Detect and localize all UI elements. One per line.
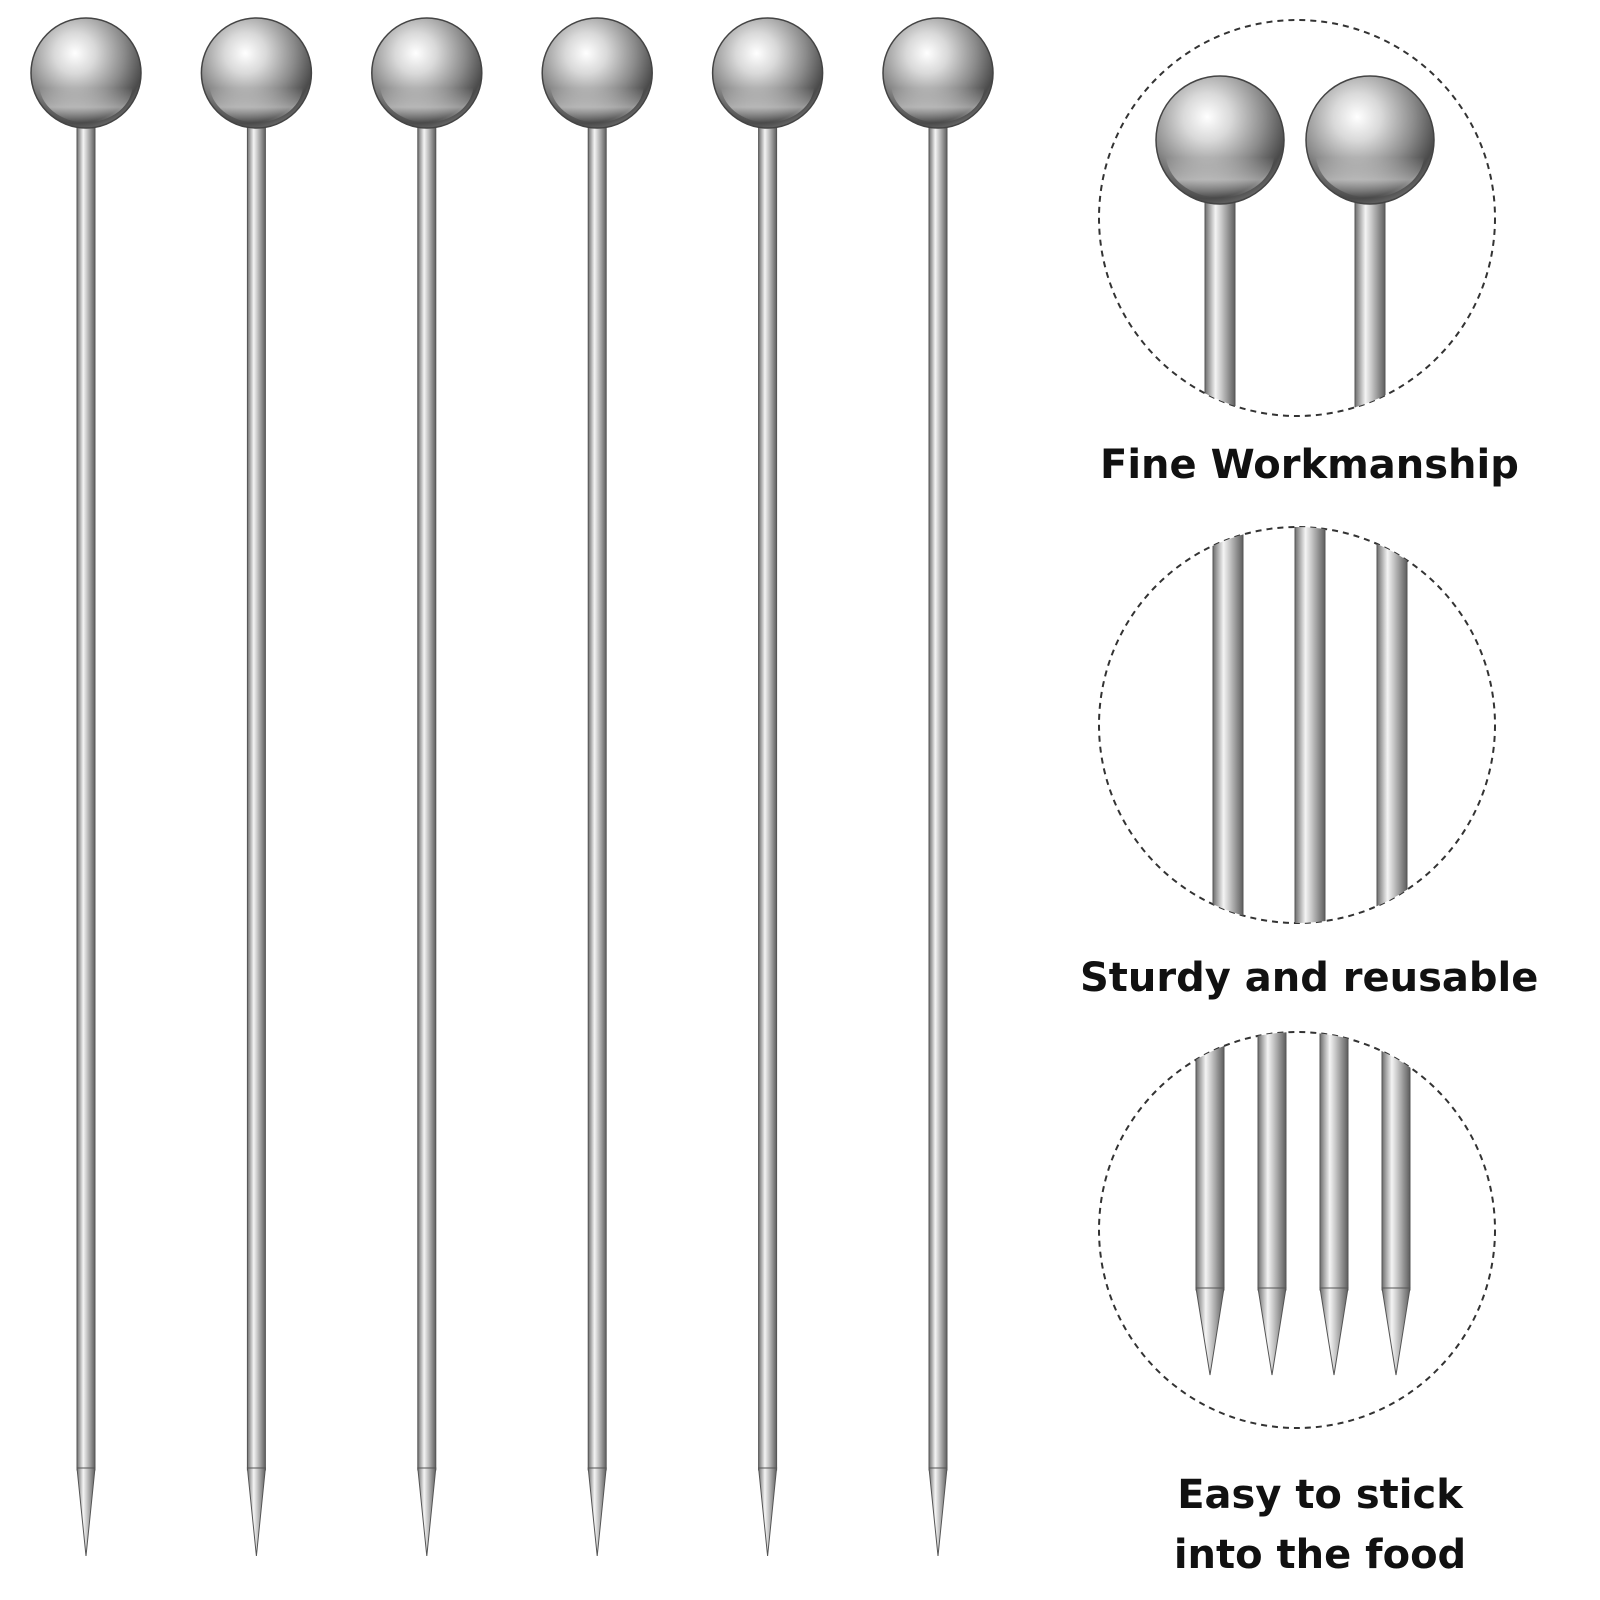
closeup-pick xyxy=(1155,75,1285,416)
detail-circle-shafts xyxy=(1098,526,1496,924)
pick-tip xyxy=(417,1467,437,1557)
closeup-tip xyxy=(1257,1032,1287,1376)
pick-tip xyxy=(1381,1287,1411,1376)
pick-shaft xyxy=(1319,1032,1349,1291)
pick-tip xyxy=(1319,1287,1349,1376)
pick-tip xyxy=(246,1467,266,1557)
dashed-circle-frame xyxy=(1098,1031,1496,1429)
detail-circle-ball-heads xyxy=(1098,19,1496,417)
pick-shaft xyxy=(1376,533,1408,923)
closeup-shaft xyxy=(1376,533,1408,923)
dashed-circle-frame xyxy=(1098,19,1496,417)
pick-ball-highlight xyxy=(39,45,133,123)
pick-shaft xyxy=(76,121,96,1471)
cocktail-pick xyxy=(30,17,142,1557)
pick-tip xyxy=(928,1467,948,1557)
pick-shaft xyxy=(1195,1032,1225,1291)
pick-ball-highlight xyxy=(1315,108,1425,198)
caption-easy-to-stick: Easy to stick into the food xyxy=(1110,1465,1530,1585)
shaft-closeup xyxy=(1212,527,1408,923)
pick-shaft xyxy=(587,121,607,1471)
pick-ball-highlight xyxy=(209,45,304,123)
closeup-tip xyxy=(1381,1032,1411,1376)
caption-line: into the food xyxy=(1173,1532,1467,1578)
caption-fine-workmanship: Fine Workmanship xyxy=(1100,440,1519,490)
pick-shaft xyxy=(246,121,266,1471)
closeup-pick xyxy=(1305,75,1435,416)
pick-tip xyxy=(758,1467,778,1557)
pick-shaft xyxy=(417,121,437,1471)
detail-circle-sharp-tips xyxy=(1098,1031,1496,1429)
cocktail-pick xyxy=(541,17,653,1557)
pick-tip xyxy=(1195,1287,1225,1376)
pick-shaft xyxy=(1257,1032,1287,1291)
pick-shaft xyxy=(758,121,778,1471)
closeup-shaft xyxy=(1212,527,1244,923)
sharp-tip-closeup xyxy=(1195,1032,1411,1376)
pick-ball-highlight xyxy=(891,45,985,123)
cocktail-picks-group xyxy=(30,17,994,1557)
cocktail-pick xyxy=(882,17,994,1557)
closeup-shaft xyxy=(1294,527,1326,923)
cocktail-pick xyxy=(200,17,313,1557)
pick-ball-highlight xyxy=(720,45,815,123)
pick-shaft xyxy=(1294,527,1326,923)
caption-line: Fine Workmanship xyxy=(1100,442,1519,488)
pick-shaft xyxy=(1381,1032,1411,1291)
pick-ball-highlight xyxy=(380,45,474,123)
caption-line: Sturdy and reusable xyxy=(1080,955,1539,1001)
cocktail-pick xyxy=(711,17,824,1557)
pick-shaft xyxy=(928,121,948,1471)
pick-tip xyxy=(1257,1287,1287,1376)
pick-ball-highlight xyxy=(550,45,644,123)
pick-ball-highlight xyxy=(1165,108,1275,198)
caption-line: Easy to stick xyxy=(1177,1472,1463,1518)
pick-shaft xyxy=(1204,194,1236,416)
pick-tip xyxy=(587,1467,607,1557)
pick-tip xyxy=(76,1467,96,1557)
ball-head-closeup xyxy=(1155,75,1435,416)
cocktail-pick xyxy=(371,17,483,1557)
caption-sturdy-reusable: Sturdy and reusable xyxy=(1080,953,1539,1003)
pick-shaft xyxy=(1354,194,1386,416)
pick-shaft xyxy=(1212,527,1244,923)
closeup-tip xyxy=(1195,1032,1225,1376)
closeup-tip xyxy=(1319,1032,1349,1376)
